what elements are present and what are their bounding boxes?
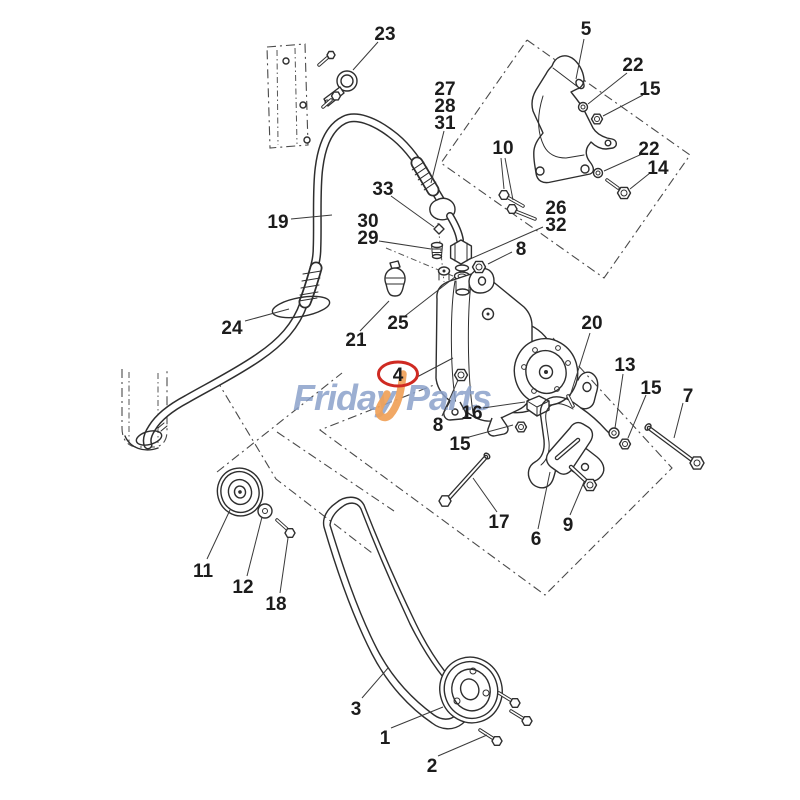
part-label-2: 2 (427, 756, 438, 777)
dashed-group-boxes (121, 39, 691, 596)
o-ring-upper (454, 264, 470, 272)
part-label-26: 26 (545, 198, 566, 219)
nut-8-top (471, 260, 487, 274)
clip (433, 223, 445, 235)
part-label-11: 11 (193, 561, 214, 582)
bolt-2a (497, 691, 521, 708)
highlight-group: 4 (377, 357, 454, 388)
part-label-12: 12 (232, 577, 253, 598)
part-label-24: 24 (221, 318, 243, 339)
part-label-6: 6 (531, 529, 542, 550)
upper-bracket (531, 55, 617, 184)
fitting-small (430, 241, 444, 260)
highlight-ellipse (377, 360, 419, 388)
part-label-32: 32 (545, 215, 566, 236)
part-label-13: 13 (614, 355, 635, 376)
idler-pulley (216, 467, 264, 517)
bracket-screws (282, 50, 342, 144)
part-label-22b: 22 (638, 139, 659, 160)
hose-clamp (135, 430, 163, 446)
hose-nut (449, 239, 473, 265)
part-label-9: 9 (563, 515, 574, 536)
orange-swoosh-icon (375, 370, 407, 422)
belt-drive-group (216, 467, 533, 746)
bolt-9 (568, 464, 598, 492)
nut-15-center (514, 421, 528, 433)
part-label-20: 20 (581, 313, 602, 334)
washer-13 (608, 427, 620, 439)
part-label-21: 21 (345, 330, 367, 351)
part-label-7: 7 (683, 386, 694, 407)
lower-bracket-group (438, 371, 705, 507)
part-label-16: 16 (461, 403, 482, 424)
watermark: Friday Parts (293, 370, 492, 422)
washer-22b (592, 167, 604, 179)
part-label-3: 3 (351, 699, 362, 720)
bolt-2b (509, 709, 533, 726)
part-label-14: 14 (647, 158, 669, 179)
part-label-22a: 22 (622, 55, 643, 76)
upper-bracket-group (498, 55, 632, 221)
nut-15a (590, 113, 604, 125)
washer-22a (577, 101, 589, 113)
nut-15b (618, 438, 632, 450)
hose-assembly (124, 50, 473, 451)
part-label-8b: 8 (433, 415, 444, 436)
leader-lines (206, 38, 684, 757)
watermark-text-right: Parts (406, 377, 491, 418)
charge-valve (384, 260, 406, 297)
part-label-15a: 15 (639, 79, 661, 100)
hose-ferrule-lower (298, 261, 323, 309)
part-label-25: 25 (387, 313, 409, 334)
bolt-10b (506, 203, 537, 221)
part-label-33: 33 (372, 179, 393, 200)
part-label-8a: 8 (516, 239, 527, 260)
nut-8-left (453, 368, 469, 382)
part-label-19: 19 (267, 212, 288, 233)
ring-clamp (271, 295, 331, 319)
part-label-10: 10 (492, 138, 513, 159)
part-label-27: 27 (434, 79, 455, 100)
slot-strap (545, 421, 594, 475)
part-label-4-highlighted: 4 (393, 365, 404, 386)
bolt-7 (644, 423, 705, 470)
part-label-31: 31 (434, 113, 456, 134)
bolt-10a (498, 189, 525, 208)
part-label-15c: 15 (449, 434, 471, 455)
part-label-15b: 15 (640, 378, 662, 399)
part-label-5: 5 (581, 19, 592, 40)
crank-pulley (439, 656, 503, 724)
part-callouts: 23 5 22 15 10 22 14 27 28 31 33 30 29 26… (193, 19, 693, 777)
bolt-17 (438, 452, 491, 507)
washer-12 (257, 503, 273, 519)
part-label-30: 30 (357, 211, 378, 232)
bolt-2c (478, 728, 503, 746)
bolt-18 (275, 518, 296, 538)
isolator-block (526, 395, 550, 417)
part-label-18: 18 (265, 594, 286, 615)
part-label-17: 17 (488, 512, 509, 533)
bolt-14 (605, 178, 632, 200)
hose-ferrule-upper (410, 156, 440, 197)
part-label-1: 1 (380, 728, 391, 749)
part-label-29: 29 (357, 228, 378, 249)
part-label-23: 23 (374, 24, 395, 45)
part-label-28: 28 (434, 96, 455, 117)
